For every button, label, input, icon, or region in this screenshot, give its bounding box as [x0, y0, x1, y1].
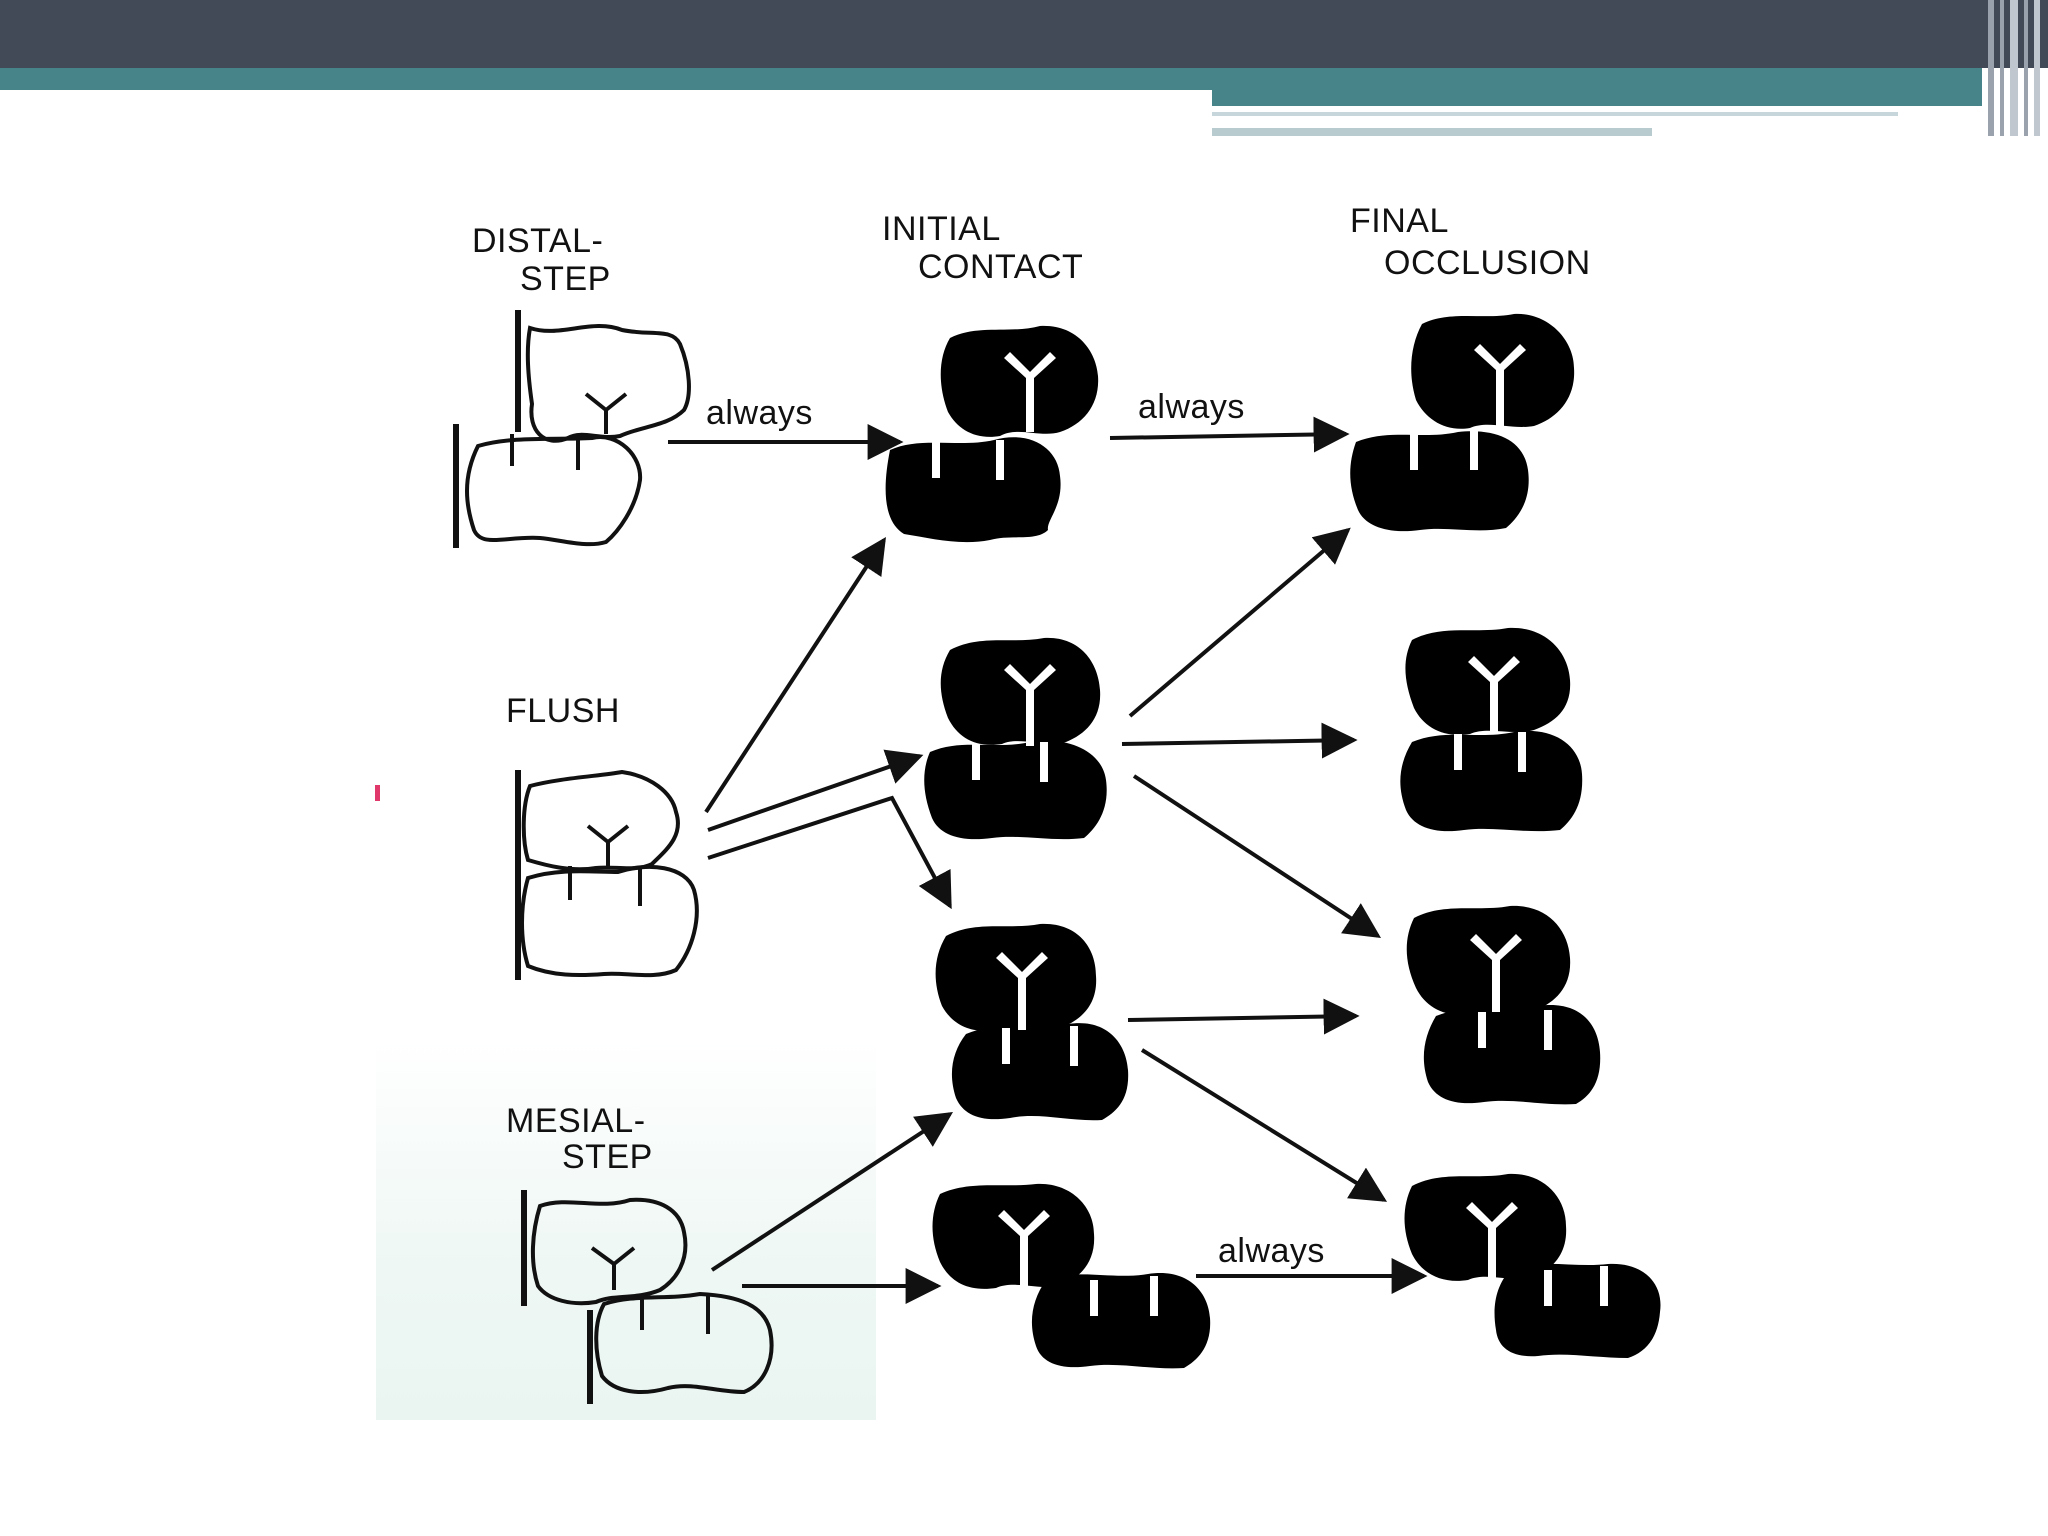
tooth-outline-distal-step — [453, 310, 691, 548]
arrow-initial3-to-final-4 — [1140, 1048, 1388, 1202]
label-mesial-step-2: STEP — [562, 1138, 653, 1176]
arrow-initial3-to-final-3 — [1127, 998, 1360, 1035]
label-flush: FLUSH — [506, 692, 620, 730]
slide-title-bar — [0, 0, 2048, 68]
arrow-flush-to-initial-1 — [704, 536, 886, 814]
tooth-black-initial-1 — [885, 325, 1099, 543]
flow-arrows — [668, 416, 1428, 1304]
tooth-black-initial-4 — [932, 1183, 1211, 1369]
slide-edge-bars — [1986, 0, 2048, 136]
label-always-3: always — [1218, 1232, 1325, 1270]
slide-rule-line — [1212, 112, 1898, 116]
slide-rule-line-short — [1212, 128, 1652, 136]
tooth-black-final-4 — [1404, 1173, 1661, 1358]
tooth-black-final-2 — [1400, 627, 1583, 832]
label-distal-step-2: STEP — [520, 260, 611, 298]
arrow-flush-to-initial-3 — [707, 795, 952, 910]
diagram-scan-tint — [376, 1040, 876, 1420]
label-always-1: always — [706, 394, 813, 432]
arrow-flush-to-initial-2 — [707, 749, 924, 832]
tooth-black-final-3 — [1406, 905, 1601, 1105]
tooth-black-final-1 — [1350, 313, 1575, 532]
label-always-2: always — [1138, 388, 1245, 426]
arrow-initial2-to-final-3 — [1132, 774, 1382, 938]
label-final-1: FINAL — [1350, 202, 1449, 240]
label-distal-step-1: DISTAL- — [472, 222, 603, 260]
arrow-initial2-to-final-1 — [1128, 527, 1351, 718]
scan-mark — [375, 785, 380, 801]
label-initial-1: INITIAL — [882, 210, 1001, 248]
label-initial-2: CONTACT — [918, 248, 1083, 286]
label-mesial-step-1: MESIAL- — [506, 1102, 646, 1140]
arrow-initial2-to-final-2 — [1121, 722, 1358, 759]
tooth-black-initial-2 — [924, 637, 1107, 840]
tooth-outline-mesial-step — [521, 1190, 774, 1404]
arrow-mesial-to-initial-3 — [710, 1112, 954, 1272]
slide-stripe — [0, 68, 1212, 90]
tooth-outline-flush — [515, 769, 699, 980]
label-final-2: OCCLUSION — [1384, 244, 1591, 282]
arrow-initial-to-final-1 — [1109, 416, 1350, 453]
slide-accent-stripe — [1212, 68, 1982, 106]
tooth-black-initial-3 — [935, 923, 1129, 1121]
